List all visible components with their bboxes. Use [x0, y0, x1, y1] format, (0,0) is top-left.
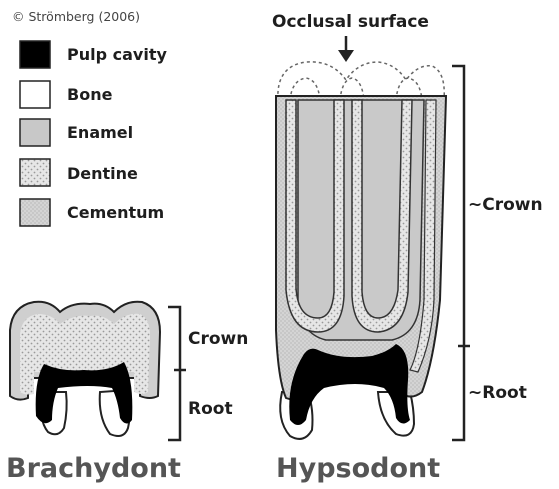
brachydont-crown-bracket [168, 307, 180, 370]
brachydont-root-bracket [168, 370, 180, 440]
hypsodont-crown-bracket [452, 66, 464, 346]
hypsodont-root-label: ~Root [468, 383, 527, 403]
legend-label-enamel: Enamel [67, 123, 133, 142]
occlusal-arrow-head [338, 50, 354, 62]
legend-item-bone: Bone [20, 81, 113, 108]
legend-label-dentine: Dentine [67, 164, 138, 183]
hypsodont-root-bracket [452, 346, 464, 440]
legend-label-cementum: Cementum [67, 203, 164, 222]
dentine-swatch [20, 159, 50, 186]
cementum-swatch [20, 199, 50, 226]
hypsodont-title: Hypsodont [276, 453, 440, 484]
hypsodont-tooth: ~Crown ~Root [276, 36, 543, 440]
legend-label-bone: Bone [67, 85, 113, 104]
legend: Pulp cavity Bone Enamel Dentine Cementum [20, 41, 167, 226]
enamel-swatch [20, 119, 50, 146]
legend-item-dentine: Dentine [20, 159, 138, 186]
bone-swatch [20, 81, 50, 108]
hypsodont-worn-outline [278, 62, 444, 100]
brachydont-crown-label: Crown [188, 329, 248, 349]
legend-item-pulp-cavity: Pulp cavity [20, 41, 167, 68]
occlusal-surface-label: Occlusal surface [272, 12, 429, 32]
legend-item-enamel: Enamel [20, 119, 133, 146]
pulp-cavity-swatch [20, 41, 50, 68]
brachydont-root-label: Root [188, 399, 233, 419]
copyright-text: © Strömberg (2006) [12, 9, 140, 24]
legend-item-cementum: Cementum [20, 199, 164, 226]
legend-label-pulp-cavity: Pulp cavity [67, 45, 167, 64]
brachydont-title: Brachydont [6, 453, 181, 484]
brachydont-tooth: Crown Root [10, 302, 248, 440]
hypsodont-crown-label: ~Crown [468, 195, 543, 215]
